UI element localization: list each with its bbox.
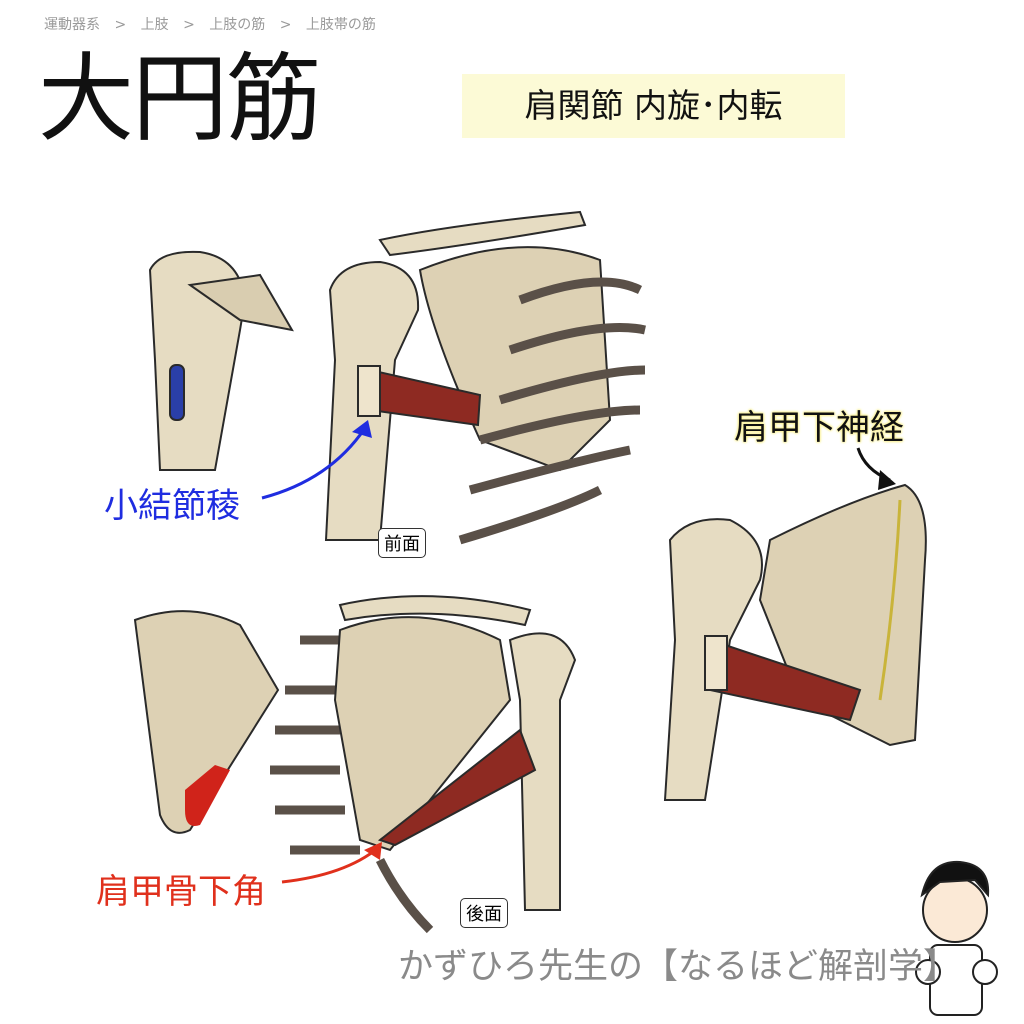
shoulder-anterior-scapula-view [663,483,927,801]
page-title: 大円筋 [38,43,322,155]
breadcrumb-item[interactable]: 運動器系 [44,17,100,33]
humerus-detail-front [148,250,294,471]
label-inferior-angle: 肩甲骨下角 [96,872,266,912]
breadcrumb-separator: > [114,17,127,33]
label-lesser-tubercle-crest: 小結節稜 [104,486,240,526]
arrow-blue [261,427,367,500]
breadcrumb-item[interactable]: 上肢帯の筋 [305,17,376,33]
shoulder-back-view [270,595,577,934]
view-label-back: 後面 [460,898,508,928]
scapula-detail-back [133,610,280,834]
breadcrumb-separator: > [279,17,292,33]
breadcrumb-item[interactable]: 上肢の筋 [209,17,266,33]
shoulder-front-view [324,210,646,545]
teres-major-muscle [377,728,537,847]
label-subscapular-nerve: 肩甲下神経 [734,408,904,448]
site-footer-brand: かずひろ先生の【なるほど解剖学】 [398,947,959,987]
breadcrumb-separator: > [183,17,195,33]
breadcrumb-item[interactable]: 上肢 [140,17,169,33]
view-label-front: 前面 [378,528,426,558]
breadcrumb: 運動器系 > 上肢 > 上肢の筋 > 上肢帯の筋 [44,14,386,34]
action-box: 肩関節 内旋･内転 [462,74,845,138]
mascot-avatar [915,860,998,1016]
